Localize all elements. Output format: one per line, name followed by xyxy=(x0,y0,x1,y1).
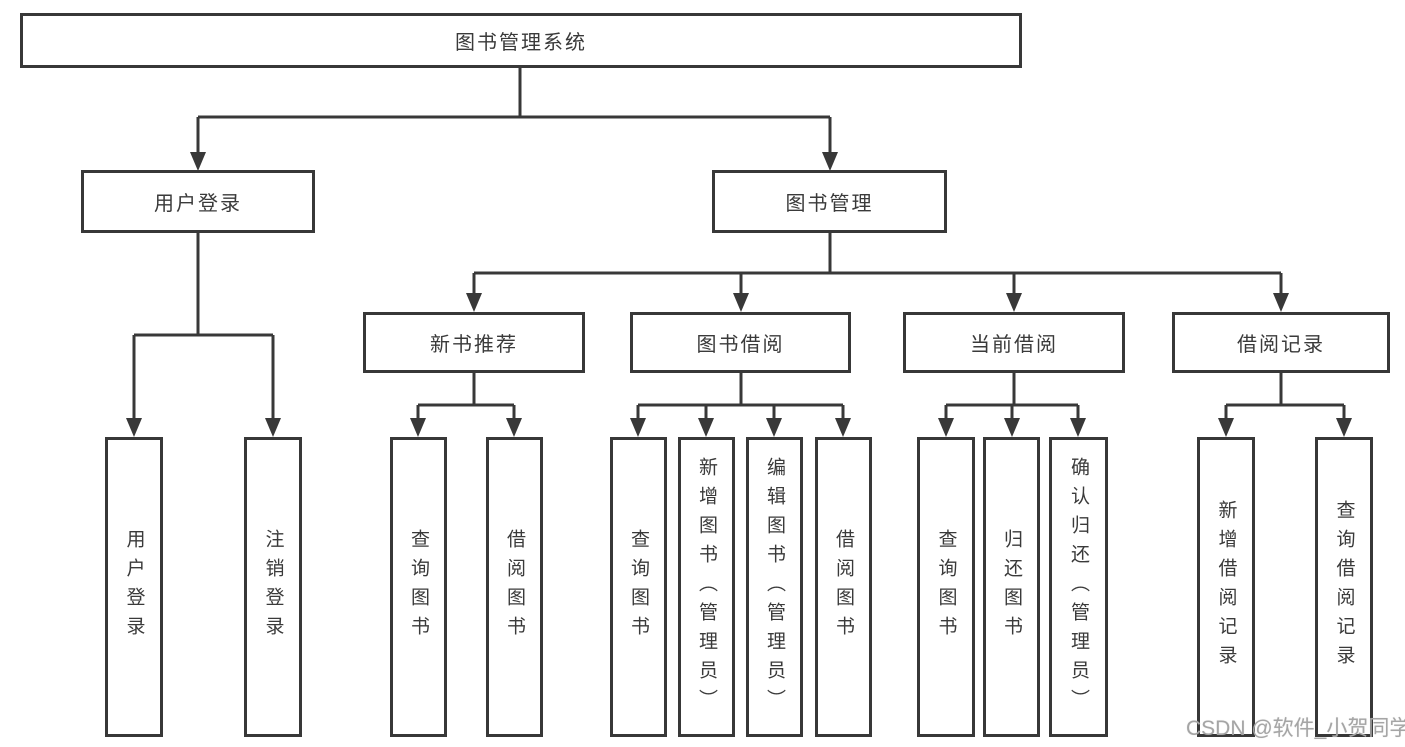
arrowhead-icon xyxy=(190,152,206,171)
arrowhead-icon xyxy=(466,293,482,312)
node-label: 新书推荐 xyxy=(430,334,518,356)
node-label: 查询借阅记录 xyxy=(1333,500,1355,674)
node-label: 确认归还（管理员） xyxy=(1068,456,1089,718)
arrowhead-icon xyxy=(126,418,142,437)
leaf-user-login: 用户登录 xyxy=(105,437,163,737)
node-label: 新增借阅记录 xyxy=(1215,500,1237,674)
arrowhead-icon xyxy=(265,418,281,437)
node-library-management-system: 图书管理系统 xyxy=(20,13,1022,68)
leaf-borrow-borrow-book: 借阅图书 xyxy=(815,437,872,737)
node-label: 用户登录 xyxy=(154,193,242,215)
node-label: 借阅记录 xyxy=(1237,334,1325,356)
leaf-borrow-edit-book-admin: 编辑图书（管理员） xyxy=(746,437,803,737)
node-label: 查询图书 xyxy=(628,529,649,645)
node-label: 查询图书 xyxy=(935,529,957,645)
leaf-borrow-query-book: 查询图书 xyxy=(610,437,667,737)
node-label: 查询图书 xyxy=(408,529,429,645)
arrowhead-icon xyxy=(1004,418,1020,437)
node-label: 注销登录 xyxy=(262,529,284,645)
arrowhead-icon xyxy=(1273,293,1289,312)
node-label: 用户登录 xyxy=(123,529,145,645)
leaf-current-return-book: 归还图书 xyxy=(983,437,1040,737)
arrowhead-icon xyxy=(506,418,522,437)
arrowhead-icon xyxy=(1006,293,1022,312)
leaf-recommend-query-book: 查询图书 xyxy=(390,437,447,737)
arrowhead-icon xyxy=(1336,418,1352,437)
node-label: 借阅图书 xyxy=(504,529,525,645)
node-label: 借阅图书 xyxy=(833,529,854,645)
node-label: 新增图书（管理员） xyxy=(696,456,717,718)
node-label: 当前借阅 xyxy=(970,334,1058,356)
node-label: 图书借阅 xyxy=(696,334,785,356)
leaf-records-add-record: 新增借阅记录 xyxy=(1197,437,1255,737)
arrowhead-icon xyxy=(410,418,426,437)
leaf-records-query-record: 查询借阅记录 xyxy=(1315,437,1373,737)
arrowhead-icon xyxy=(698,418,714,437)
node-label: 图书管理系统 xyxy=(455,32,587,54)
arrowhead-icon xyxy=(630,418,646,437)
leaf-current-query-book: 查询图书 xyxy=(917,437,975,737)
node-label: 编辑图书（管理员） xyxy=(764,456,785,718)
node-book-management: 图书管理 xyxy=(712,170,947,233)
node-new-book-recommend: 新书推荐 xyxy=(363,312,585,373)
arrowhead-icon xyxy=(733,293,749,312)
node-book-borrow: 图书借阅 xyxy=(630,312,851,373)
arrowhead-icon xyxy=(938,418,954,437)
arrowhead-icon xyxy=(835,418,851,437)
leaf-borrow-add-book-admin: 新增图书（管理员） xyxy=(678,437,735,737)
node-label: 图书管理 xyxy=(785,193,874,215)
leaf-recommend-borrow-book: 借阅图书 xyxy=(486,437,543,737)
node-borrow-records: 借阅记录 xyxy=(1172,312,1390,373)
leaf-logout: 注销登录 xyxy=(244,437,302,737)
leaf-current-confirm-return-admin: 确认归还（管理员） xyxy=(1049,437,1108,737)
arrowhead-icon xyxy=(822,152,838,171)
node-current-borrow: 当前借阅 xyxy=(903,312,1125,373)
node-user-login: 用户登录 xyxy=(81,170,315,233)
arrowhead-icon xyxy=(1218,418,1234,437)
node-label: 归还图书 xyxy=(1001,529,1022,645)
arrowhead-icon xyxy=(766,418,782,437)
arrowhead-icon xyxy=(1070,418,1086,437)
csdn-watermark: CSDN @软件_小贺同学 xyxy=(1186,717,1405,740)
